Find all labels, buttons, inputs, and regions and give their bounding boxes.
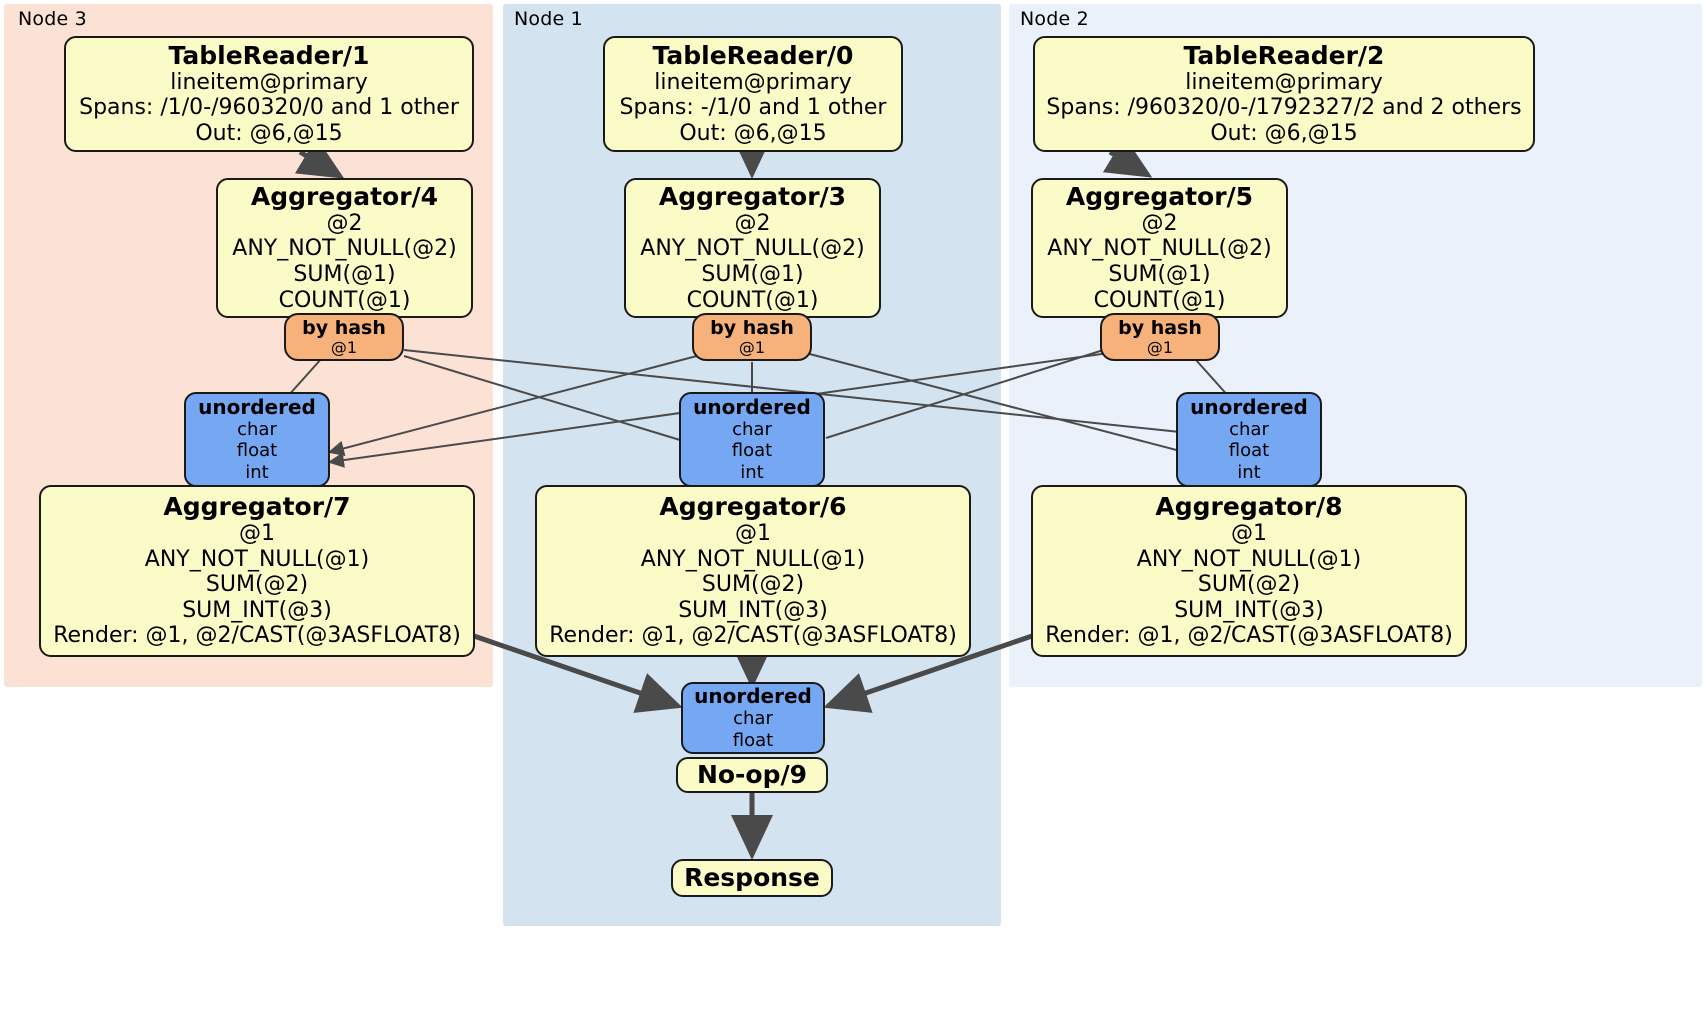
stream-unordered-final[interactable]: unordered char float — [681, 682, 825, 754]
router-detail: @1 — [738, 337, 766, 357]
node-title: Aggregator/3 — [658, 181, 847, 211]
node-detail: @1 — [735, 521, 771, 547]
node-detail: SUM(@1) — [1108, 262, 1211, 287]
panel-label-node-1: Node 1 — [514, 8, 583, 30]
node-render: Render: @1, @2/CAST(@3ASFLOAT8) — [549, 623, 957, 649]
stream-type: char — [1229, 419, 1269, 441]
node-title: TableReader/1 — [168, 40, 370, 70]
router-title: by hash — [710, 316, 794, 339]
node-detail: Spans: /960320/0-/1792327/2 and 2 others — [1046, 95, 1522, 121]
node-detail: ANY_NOT_NULL(@2) — [1047, 236, 1272, 262]
node-detail: SUM_INT(@3) — [182, 597, 332, 623]
stream-title: unordered — [694, 684, 812, 709]
node-detail: SUM(@2) — [205, 572, 309, 598]
router-detail: @1 — [330, 337, 358, 357]
node-detail: COUNT(@1) — [1093, 287, 1226, 313]
stream-title: unordered — [693, 395, 811, 420]
node-aggregator-5[interactable]: Aggregator/5 @2 ANY_NOT_NULL(@2) SUM(@1)… — [1031, 178, 1288, 318]
node-detail: ANY_NOT_NULL(@1) — [640, 546, 866, 572]
router-by-hash-left[interactable]: by hash @1 — [284, 313, 404, 361]
node-aggregator-3[interactable]: Aggregator/3 @2 ANY_NOT_NULL(@2) SUM(@1)… — [624, 178, 881, 318]
node-aggregator-8[interactable]: Aggregator/8 @1 ANY_NOT_NULL(@1) SUM(@2)… — [1031, 485, 1467, 657]
node-detail: COUNT(@1) — [278, 287, 411, 313]
node-detail: SUM_INT(@3) — [1174, 597, 1324, 623]
node-detail: SUM(@1) — [701, 262, 804, 287]
node-render: Render: @1, @2/CAST(@3ASFLOAT8) — [53, 623, 461, 649]
node-title: Response — [684, 863, 820, 892]
stream-unordered-center[interactable]: unordered char float int — [679, 392, 825, 487]
node-title: No-op/9 — [696, 760, 808, 789]
stream-type: int — [1237, 461, 1261, 483]
stream-type: int — [245, 461, 269, 483]
stream-title: unordered — [1190, 395, 1308, 420]
node-detail: lineitem@primary — [1185, 69, 1383, 95]
node-table-reader-2[interactable]: TableReader/2 lineitem@primary Spans: /9… — [1033, 36, 1535, 152]
stream-type: float — [1228, 440, 1270, 462]
node-title: Aggregator/8 — [1155, 492, 1343, 522]
router-by-hash-center[interactable]: by hash @1 — [692, 313, 812, 361]
node-render: Render: @1, @2/CAST(@3ASFLOAT8) — [1045, 623, 1453, 649]
node-title: Aggregator/4 — [250, 181, 439, 211]
node-response[interactable]: Response — [671, 859, 833, 897]
stream-type: char — [732, 419, 772, 441]
node-detail: Out: @6,@15 — [195, 120, 343, 146]
node-title: Aggregator/7 — [163, 492, 351, 522]
node-detail: @1 — [1231, 521, 1267, 547]
node-aggregator-6[interactable]: Aggregator/6 @1 ANY_NOT_NULL(@1) SUM(@2)… — [535, 485, 971, 657]
node-detail: lineitem@primary — [170, 69, 368, 95]
node-aggregator-7[interactable]: Aggregator/7 @1 ANY_NOT_NULL(@1) SUM(@2)… — [39, 485, 475, 657]
node-title: Aggregator/5 — [1065, 181, 1254, 211]
stream-unordered-right[interactable]: unordered char float int — [1176, 392, 1322, 487]
node-aggregator-4[interactable]: Aggregator/4 @2 ANY_NOT_NULL(@2) SUM(@1)… — [216, 178, 473, 318]
stream-title: unordered — [198, 395, 316, 420]
router-title: by hash — [1118, 316, 1202, 339]
node-detail: SUM_INT(@3) — [678, 597, 828, 623]
node-table-reader-1[interactable]: TableReader/1 lineitem@primary Spans: /1… — [64, 36, 474, 152]
node-detail: ANY_NOT_NULL(@2) — [232, 236, 457, 262]
node-detail: Out: @6,@15 — [679, 120, 827, 146]
node-detail: SUM(@2) — [1197, 572, 1301, 598]
node-no-op-9[interactable]: No-op/9 — [676, 757, 828, 793]
node-title: TableReader/2 — [1183, 40, 1385, 70]
node-detail: SUM(@1) — [293, 262, 396, 287]
node-title: Aggregator/6 — [659, 492, 847, 522]
node-detail: SUM(@2) — [701, 572, 805, 598]
node-table-reader-0[interactable]: TableReader/0 lineitem@primary Spans: -/… — [603, 36, 903, 152]
node-detail: COUNT(@1) — [686, 287, 819, 313]
node-detail: @2 — [1141, 210, 1178, 236]
stream-unordered-left[interactable]: unordered char float int — [184, 392, 330, 487]
node-detail: lineitem@primary — [654, 69, 852, 95]
panel-label-node-3: Node 3 — [18, 8, 87, 30]
node-detail: Spans: /1/0-/960320/0 and 1 other — [79, 95, 459, 121]
stream-type: float — [732, 729, 774, 751]
node-detail: Spans: -/1/0 and 1 other — [619, 95, 887, 121]
node-detail: ANY_NOT_NULL(@1) — [144, 546, 370, 572]
node-detail: ANY_NOT_NULL(@2) — [640, 236, 865, 262]
panel-label-node-2: Node 2 — [1020, 8, 1089, 30]
node-detail: @2 — [734, 210, 771, 236]
node-detail: Out: @6,@15 — [1210, 120, 1358, 146]
node-detail: @2 — [326, 210, 363, 236]
node-detail: ANY_NOT_NULL(@1) — [1136, 546, 1362, 572]
stream-type: char — [733, 708, 773, 730]
node-detail: @1 — [239, 521, 275, 547]
stream-type: char — [237, 419, 277, 441]
router-title: by hash — [302, 316, 386, 339]
router-by-hash-right[interactable]: by hash @1 — [1100, 313, 1220, 361]
stream-type: float — [236, 440, 278, 462]
router-detail: @1 — [1146, 337, 1174, 357]
stream-type: float — [731, 440, 773, 462]
node-title: TableReader/0 — [652, 40, 854, 70]
stream-type: int — [740, 461, 764, 483]
